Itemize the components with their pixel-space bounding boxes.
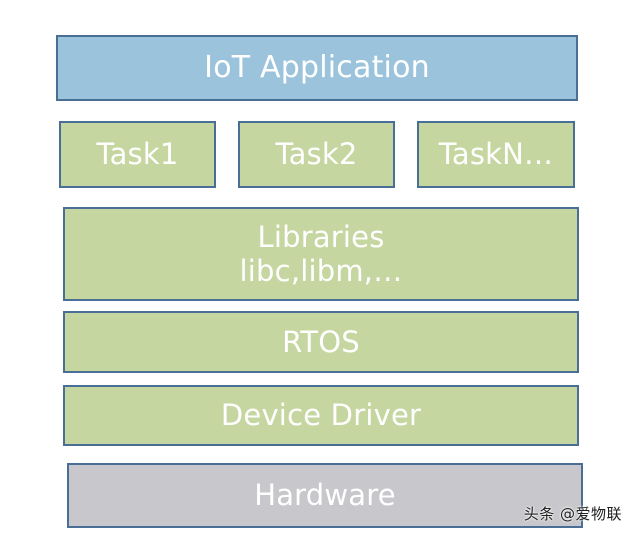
task2-block: Task2 <box>238 121 395 188</box>
task2-label: Task2 <box>275 137 358 172</box>
watermark: 头条 @爱物联 <box>523 505 622 523</box>
taskn-label: TaskN… <box>438 137 554 172</box>
libraries-layer: Libraries libc,libm,… <box>63 207 579 301</box>
iot-application-label: IoT Application <box>204 50 430 86</box>
rtos-label: RTOS <box>282 324 360 359</box>
task1-block: Task1 <box>59 121 216 188</box>
iot-application-layer: IoT Application <box>56 35 578 101</box>
libraries-title: Libraries <box>257 219 385 254</box>
device-driver-label: Device Driver <box>220 398 422 433</box>
task1-label: Task1 <box>96 137 179 172</box>
hardware-layer: Hardware <box>67 463 583 528</box>
device-driver-layer: Device Driver <box>63 385 579 446</box>
rtos-layer: RTOS <box>63 311 579 373</box>
libraries-detail: libc,libm,… <box>239 254 403 288</box>
taskn-block: TaskN… <box>417 121 575 188</box>
hardware-label: Hardware <box>254 478 396 513</box>
